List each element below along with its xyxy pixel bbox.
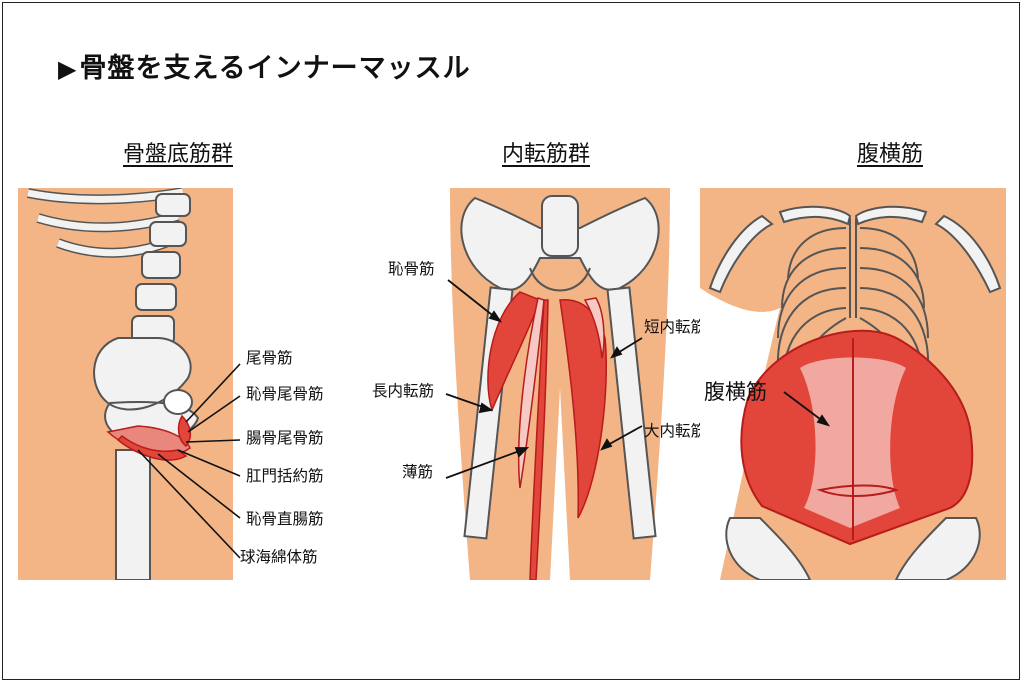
- clavicle-bones: [708, 205, 1002, 294]
- panel-title-adductors: 内転筋群: [501, 142, 591, 167]
- page-title-text: 骨盤を支えるインナーマッスル: [79, 53, 471, 84]
- label-puborectalis: 恥骨直腸筋: [246, 510, 324, 528]
- pelvic-floor-muscles: [106, 414, 192, 461]
- pelvis-bone: [725, 517, 981, 580]
- pelvis-bone: [93, 337, 200, 445]
- panel-title-pelvic-floor: 骨盤底筋群: [122, 142, 234, 167]
- label-adductor-brevis: 短内転筋: [644, 318, 707, 336]
- label-pointers: [445, 279, 643, 479]
- label-iliococcygeus: 腸骨尾骨筋: [246, 429, 324, 447]
- label-adductor-longus: 長内転筋: [372, 382, 435, 400]
- label-pectineus: 恥骨筋: [388, 260, 435, 278]
- panel-title-transverse-abdominis: 腹横筋: [856, 142, 924, 167]
- label-gracilis: 薄筋: [402, 463, 434, 481]
- label-adductor-magnus: 大内転筋: [644, 422, 707, 440]
- pelvis-bone: [460, 195, 660, 292]
- adductors-illustration: [420, 188, 710, 580]
- page-title: ▶骨盤を支えるインナーマッスル: [58, 46, 471, 85]
- label-anal-sphincter: 肛門括約筋: [246, 467, 324, 485]
- spine: [131, 193, 191, 345]
- label-pointers: [137, 363, 241, 559]
- label-pubococcygeus: 恥骨尾骨筋: [246, 385, 324, 403]
- label-coccygeus: 尾骨筋: [246, 349, 293, 367]
- triangle-marker-icon: ▶: [58, 55, 78, 83]
- label-transverse-abdominis: 腹横筋: [704, 380, 767, 404]
- label-pointers: [783, 391, 831, 427]
- pelvic-floor-illustration: [18, 188, 358, 580]
- transverse-abdominis-illustration: [700, 188, 1006, 580]
- label-bulbospongiosus: 球海綿体筋: [240, 548, 318, 566]
- femur-bone: [115, 449, 151, 580]
- ribcage: [776, 218, 930, 397]
